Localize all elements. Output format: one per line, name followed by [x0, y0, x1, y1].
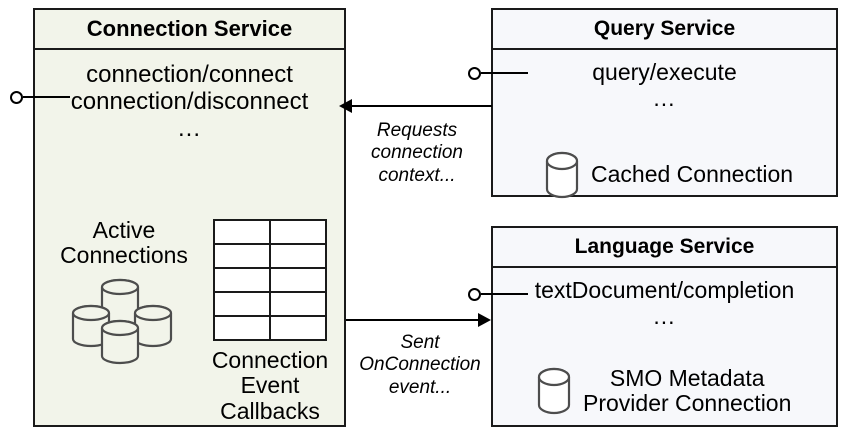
connector-label-requests-connection-context: Requests connection context...	[352, 120, 482, 187]
connector-line	[346, 319, 478, 321]
language-service-interface-lollipop[interactable]	[468, 283, 528, 305]
label-line: Provider Connection	[583, 390, 792, 417]
table-grid-icon	[213, 219, 327, 341]
query-service-title: Query Service	[493, 10, 836, 50]
label-line: Active	[92, 217, 156, 243]
label-line: Connection	[211, 347, 329, 373]
label-line: Cached Connection	[591, 161, 794, 188]
language-service-body: textDocument/completion ... SMO Metadata…	[493, 268, 836, 425]
database-icon	[545, 151, 579, 199]
component-language-service[interactable]: Language Service textDocument/completion…	[491, 226, 838, 427]
interface-ball-icon	[468, 66, 481, 80]
label-line: Connections	[60, 242, 188, 269]
active-connections-label: Active Connections	[49, 217, 199, 269]
label-line: Sent	[400, 332, 440, 353]
connection-service-body: connection/connect connection/disconnect…	[35, 50, 344, 425]
query-service-body: query/execute ... Cached Connection	[493, 50, 836, 199]
connector-line	[352, 105, 492, 107]
connection-service-operations: connection/connect connection/disconnect…	[35, 50, 344, 143]
connection-service-title: Connection Service	[35, 10, 344, 50]
operation-ellipsis: ...	[177, 114, 201, 142]
database-cluster-icon	[65, 273, 183, 369]
label-line: OnConnection	[359, 354, 481, 376]
language-service-title: Language Service	[493, 228, 836, 268]
label-line: Callbacks	[220, 397, 320, 424]
interface-ball-icon	[468, 287, 481, 301]
smo-metadata-provider-connection-label: SMO Metadata Provider Connection	[583, 365, 792, 417]
operation-item: textDocument/completion	[534, 277, 795, 303]
cached-connection-label: Cached Connection	[591, 161, 794, 188]
component-query-service[interactable]: Query Service query/execute ... Cached C…	[491, 8, 838, 199]
arrowhead-right-icon	[478, 313, 491, 327]
connector-label-sent-onconnection-event: Sent OnConnection event...	[352, 332, 488, 399]
interface-stem	[481, 72, 528, 74]
label-line: connection	[371, 142, 463, 164]
operation-item: query/execute	[592, 59, 737, 85]
operation-ellipsis: ...	[653, 84, 676, 111]
label-line: Requests	[376, 120, 458, 141]
component-connection-service[interactable]: Connection Service connection/connect co…	[33, 8, 346, 427]
operation-item: connection/disconnect	[70, 87, 309, 115]
language-service-operations: textDocument/completion ...	[493, 268, 836, 330]
arrowhead-left-icon	[339, 99, 352, 113]
query-service-operations: query/execute ...	[493, 50, 836, 112]
connection-event-callbacks-label: Connection Event Callbacks	[195, 347, 345, 424]
label-line: Event	[240, 372, 300, 399]
artifact-active-connections: Active Connections	[49, 217, 199, 369]
artifact-smo-metadata-provider-connection: SMO Metadata Provider Connection	[535, 365, 792, 417]
artifact-connection-event-callbacks: Connection Event Callbacks	[195, 218, 345, 424]
database-icon	[537, 368, 571, 415]
operation-item: connection/connect	[86, 61, 293, 88]
artifact-cached-connection: Cached Connection	[543, 150, 793, 200]
label-line: event...	[388, 376, 452, 398]
interface-stem	[481, 293, 528, 295]
query-service-interface-lollipop[interactable]	[468, 62, 528, 84]
label-line: context...	[378, 164, 456, 186]
operation-ellipsis: ...	[653, 302, 676, 329]
label-line: SMO Metadata	[609, 365, 765, 391]
interface-stem	[23, 96, 70, 98]
interface-ball-icon	[10, 90, 23, 104]
connection-service-interface-lollipop[interactable]	[10, 86, 70, 108]
